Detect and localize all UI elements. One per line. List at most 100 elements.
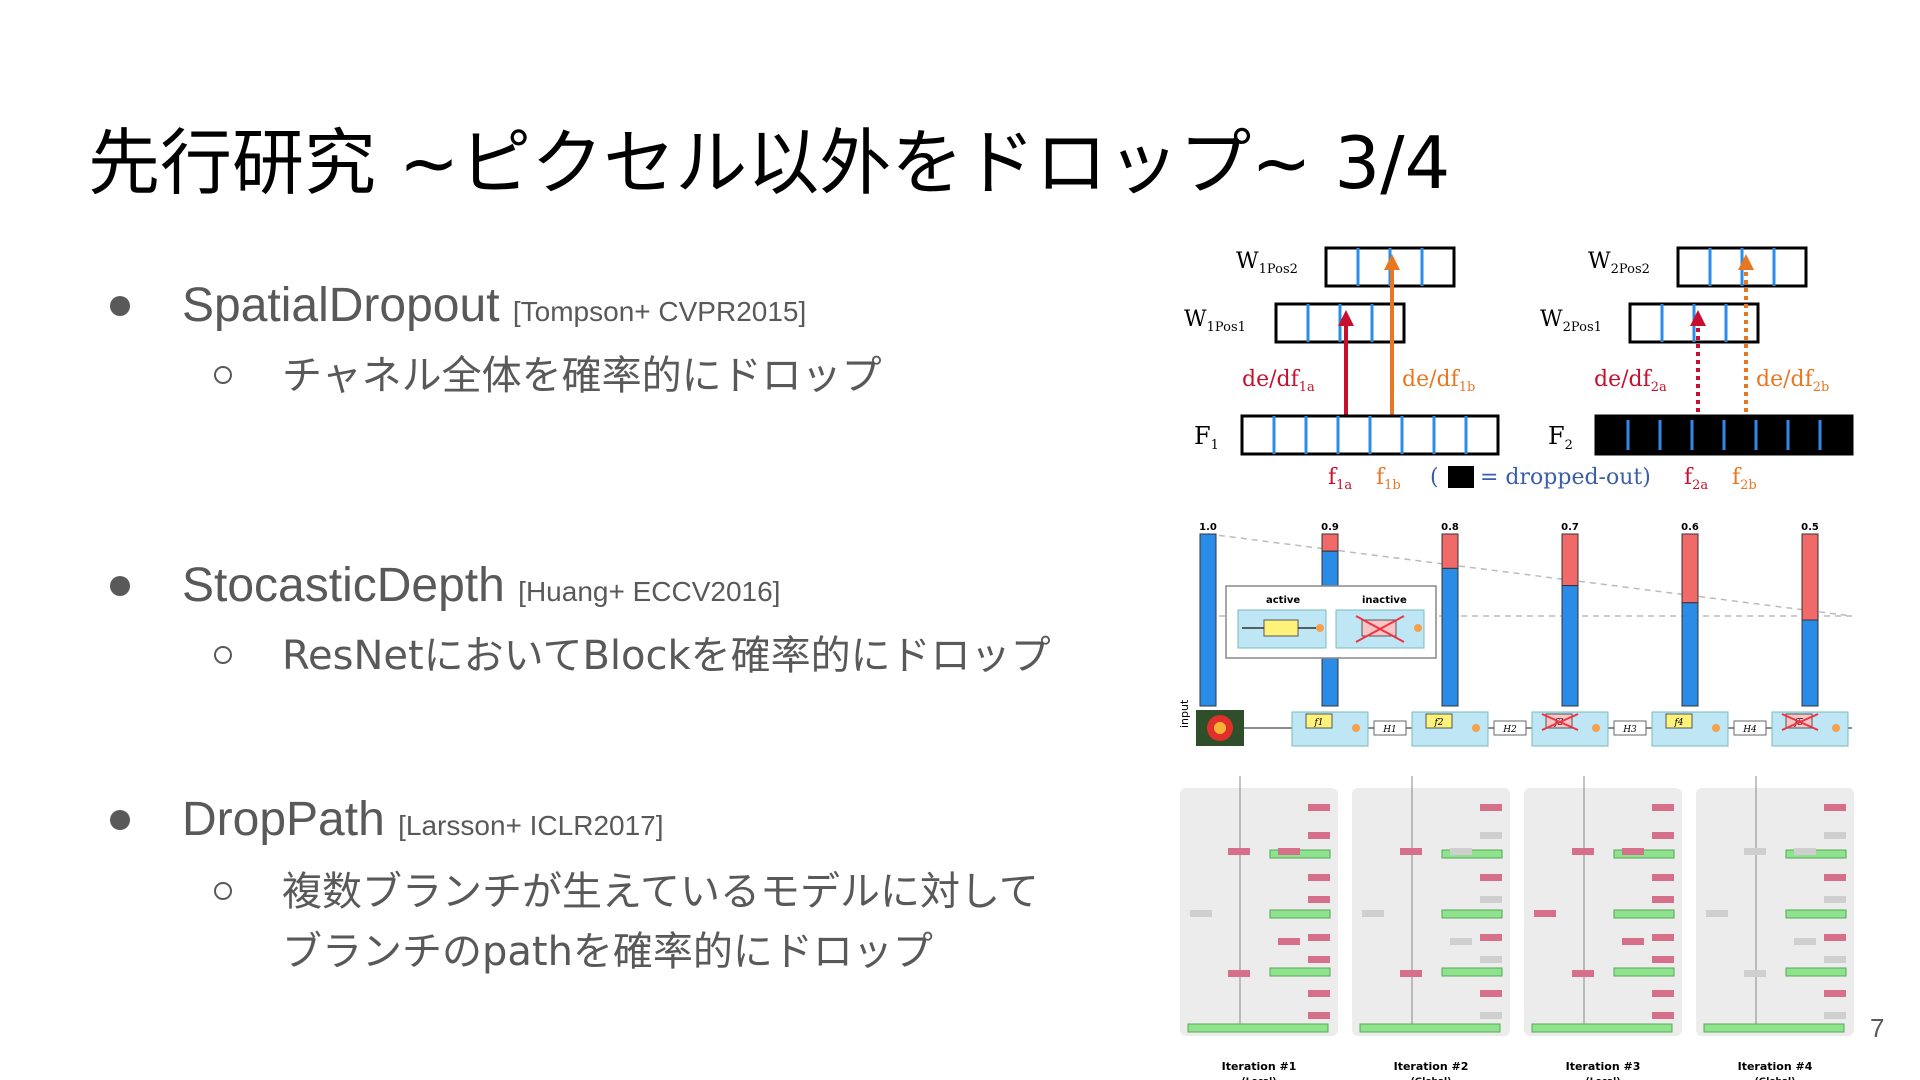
conv-layer	[1824, 956, 1846, 963]
bullet-dot	[110, 296, 130, 316]
survival-prob-bar	[1801, 619, 1819, 707]
conv-layer	[1450, 938, 1472, 945]
conv-layer	[1824, 896, 1846, 903]
active-inactive-inset: active inactive	[1225, 585, 1437, 659]
res-function-label: f4	[1673, 718, 1683, 728]
res-function	[1305, 713, 1333, 729]
prob-label: 0.6	[1681, 522, 1699, 533]
subbullet-text: ResNetにおいてBlockを確率的にドロップ	[282, 633, 1051, 679]
sum-node	[1352, 724, 1360, 732]
prob-label: 0.5	[1801, 522, 1819, 533]
figure-panel: W1Pos2 W1Pos1 de/df1a de/df1b F1	[1180, 246, 1854, 1080]
conv-layer	[1652, 956, 1674, 963]
f1b-label: f1b	[1376, 465, 1401, 493]
conv-layer	[1228, 970, 1250, 977]
conv-layer	[1308, 956, 1330, 963]
conv-layer	[1308, 990, 1330, 997]
prob-label: 0.7	[1561, 522, 1579, 533]
iteration-label: Iteration #2	[1394, 1060, 1469, 1073]
arrow-1b-head	[1384, 254, 1400, 270]
w2pos2-box	[1676, 246, 1808, 288]
subbullet-text: チャネル全体を確率的にドロップ	[282, 353, 882, 399]
conv-layer	[1744, 848, 1766, 855]
dropped-prob-bar	[1801, 533, 1819, 621]
conv-layer	[1652, 934, 1674, 941]
join-layer	[1785, 967, 1847, 977]
de-df-2a: de/df2a	[1594, 367, 1667, 395]
f1-label: F1	[1194, 422, 1219, 453]
page-number: 7	[1870, 1013, 1885, 1043]
transition-label: H3	[1622, 725, 1637, 735]
join-layer	[1187, 1023, 1329, 1033]
arrow-2b-head	[1738, 254, 1754, 270]
prob-label: 0.9	[1321, 522, 1339, 533]
iteration-label: Iteration #4	[1738, 1060, 1813, 1073]
join-layer	[1785, 909, 1847, 919]
sum-node	[1712, 724, 1720, 732]
de-df-2b: de/df2b	[1756, 367, 1829, 395]
res-function-label: f1	[1313, 718, 1323, 728]
conv-layer	[1480, 804, 1502, 811]
prob-label: 0.8	[1441, 522, 1459, 533]
join-layer	[1269, 909, 1331, 919]
conv-layer	[1572, 848, 1594, 855]
conv-layer	[1534, 910, 1556, 917]
conv-layer	[1308, 934, 1330, 941]
join-layer	[1613, 909, 1675, 919]
bullet-title: StocasticDepth	[182, 559, 505, 612]
conv-layer	[1652, 990, 1674, 997]
f1a-label: f1a	[1328, 465, 1352, 493]
prob-label: 1.0	[1199, 522, 1217, 533]
sum-node	[1592, 724, 1600, 732]
subbullet-text: 複数ブランチが生えているモデルに対して	[282, 869, 1039, 915]
drop-cross	[1781, 713, 1819, 731]
subbullet-ring	[214, 882, 232, 900]
arrow-2a-head	[1690, 310, 1706, 326]
survival-prob-bar	[1561, 585, 1579, 707]
transition-box	[1613, 720, 1647, 736]
conv-layer	[1794, 848, 1816, 855]
transition-box	[1733, 720, 1767, 736]
dropped-prob-bar	[1321, 533, 1339, 552]
conv-layer	[1480, 874, 1502, 881]
conv-layer	[1652, 804, 1674, 811]
join-layer	[1359, 1023, 1501, 1033]
res-function	[1425, 713, 1453, 729]
conv-layer	[1824, 804, 1846, 811]
legend-open-paren: (	[1430, 465, 1439, 490]
join-layer	[1441, 909, 1503, 919]
droppath-diagram: Iteration #1(Local)Iteration #2(Global)I…	[1180, 776, 1854, 1080]
transition-box	[1493, 720, 1527, 736]
res-function-label: f2	[1433, 718, 1443, 728]
iteration-mode: (Local)	[1242, 1077, 1277, 1080]
legend-dropped-out: = dropped-out)	[1480, 465, 1651, 490]
active-label: active	[1266, 595, 1300, 606]
iteration-mode: (Global)	[1411, 1077, 1451, 1080]
dropped-prob-bar	[1441, 533, 1459, 569]
bullet-title: DropPath	[182, 793, 385, 846]
bullet-dot	[110, 576, 130, 596]
sum-node	[1832, 724, 1840, 732]
residual-chain: f1f2f3f4f5H1H2H3H4	[1291, 711, 1849, 747]
join-layer	[1441, 967, 1503, 977]
linear-decay-line	[1207, 533, 1853, 617]
conv-layer	[1652, 1012, 1674, 1019]
conv-layer	[1308, 832, 1330, 839]
conv-layer	[1308, 804, 1330, 811]
spatial-dropout-diagram: W1Pos2 W1Pos1 de/df1a de/df1b F1	[1184, 246, 1854, 493]
survival-prob-bar	[1441, 567, 1459, 707]
bullet-title: SpatialDropout	[182, 279, 500, 332]
sum-node	[1472, 724, 1480, 732]
conv-layer	[1622, 938, 1644, 945]
conv-layer	[1744, 970, 1766, 977]
dropped-prob-bar	[1681, 533, 1699, 604]
survival-bars: 1.0 0.9 0.8 0.7 0.6 0.5	[1199, 522, 1819, 707]
conv-layer	[1794, 938, 1816, 945]
conv-layer	[1652, 896, 1674, 903]
conv-layer	[1824, 934, 1846, 941]
join-layer	[1613, 967, 1675, 977]
w1pos1-label: W1Pos1	[1184, 307, 1246, 335]
iteration-mode: (Global)	[1755, 1077, 1795, 1080]
f1-box	[1240, 414, 1500, 456]
